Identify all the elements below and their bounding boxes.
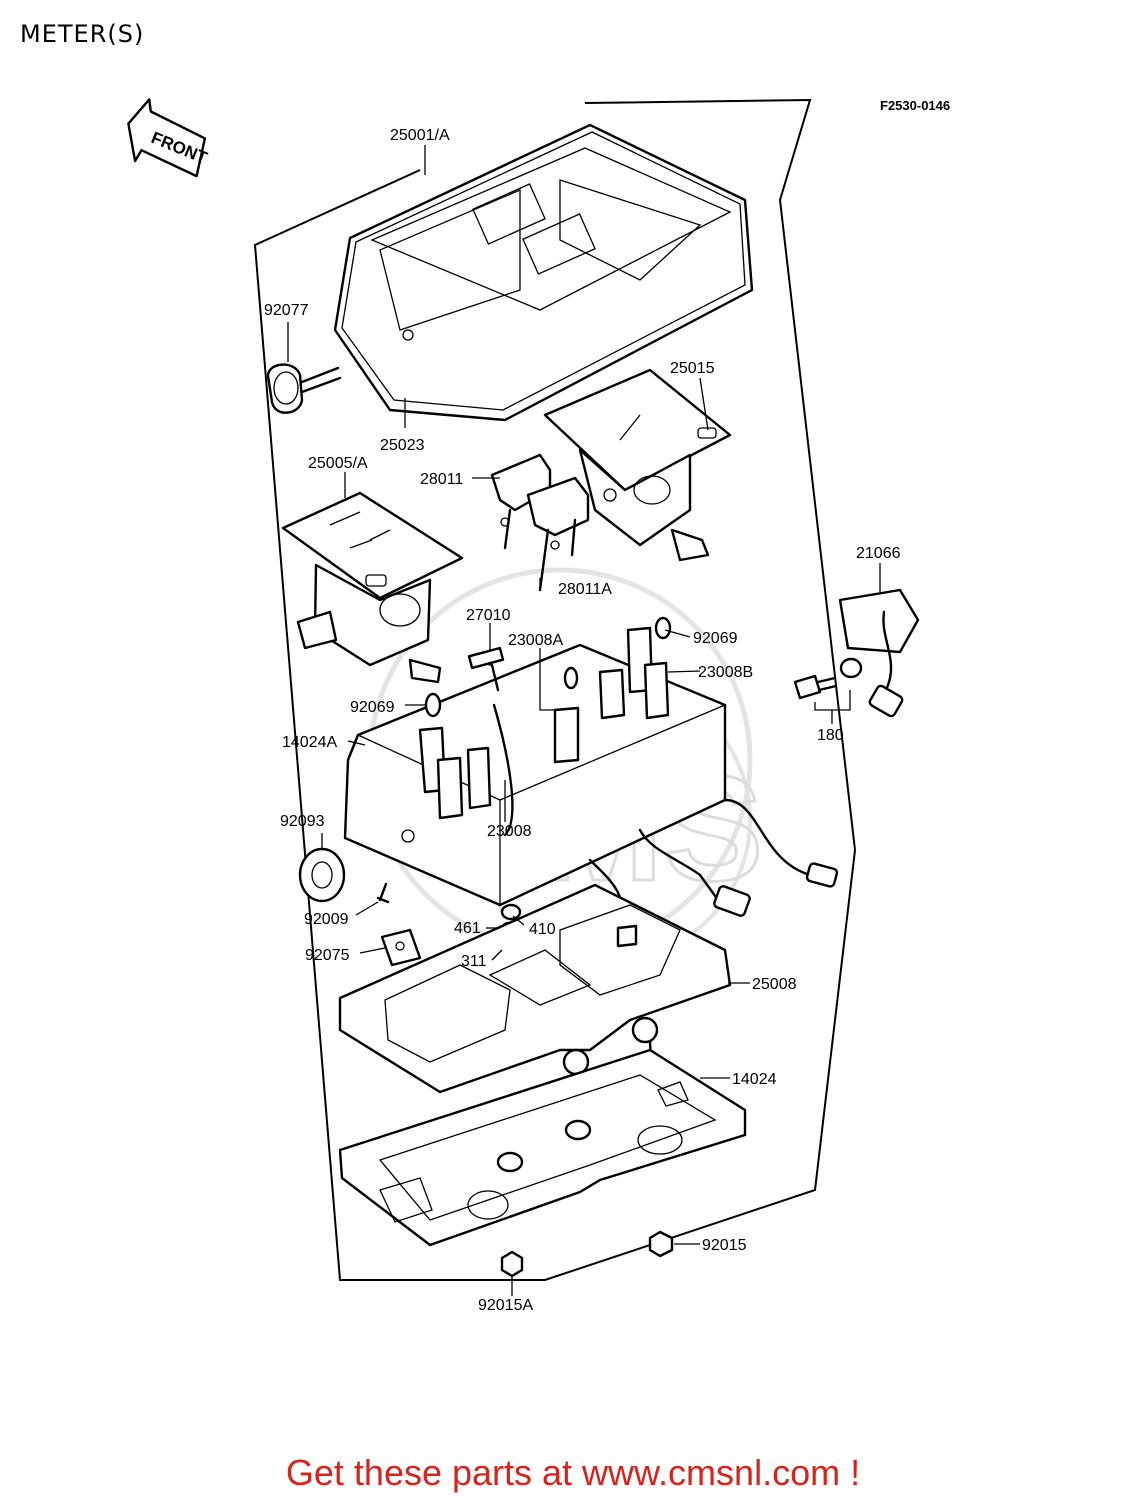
part-label: 180 [817,727,844,744]
part-label: 14024 [732,1071,777,1088]
front-arrow-icon: FRONT [127,98,210,178]
part-label: 92069 [350,699,395,716]
part-label: 21066 [856,545,901,562]
nut-92015 [648,1230,674,1258]
part-label: 92093 [280,813,325,830]
part-label: 461 [454,920,481,937]
lower-housing-14024A [343,616,839,932]
part-label: 92015A [478,1297,533,1314]
part-label: 14024A [282,734,337,751]
knob-92077 [266,363,342,414]
part-label: 25005/A [308,455,368,472]
part-label: 23008A [508,632,563,649]
drawing-code: F2530-0146 [880,98,950,113]
leader-lines [287,145,881,1296]
base-plate-14024 [338,1048,747,1247]
part-label: 92077 [264,302,309,319]
part-label: 410 [529,921,556,938]
screw-92009 [376,882,390,904]
part-label: 92009 [304,911,349,928]
page-title: METER(S) [20,20,145,48]
part-label: 23008 [487,823,532,840]
part-label: 28011 [420,471,463,488]
upper-meter-case [333,123,754,422]
part-label: 23008B [698,664,753,681]
meter-unit-25005 [281,491,464,684]
part-label: 28011A [558,581,612,598]
promo-link[interactable]: Get these parts at www.cmsnl.com ! [285,1452,861,1493]
bolt-180 [793,657,863,700]
part-label: 27010 [466,607,511,624]
nut-92015A [500,1250,524,1278]
part-label: 25008 [752,976,797,993]
part-label: 25015 [670,360,715,377]
bracket-set-28011 [490,453,590,592]
assembly-frame [253,98,857,1281]
grommet-92093 [298,847,346,903]
part-label: 25023 [380,437,425,454]
part-label: 92015 [702,1237,747,1254]
exploded-parts-diagram: CMS F2530-0146 FRONT [127,98,950,1314]
part-label: 92069 [693,630,738,647]
clip-92075 [380,928,422,967]
gasket-plate-25008 [338,883,732,1094]
resistor-21066 [838,588,920,718]
part-label: 92075 [305,947,350,964]
part-number-labels: 25001/A 92077 25015 25023 25005/A 28011 … [264,127,901,1314]
part-label: 311 [461,953,487,970]
meter-unit-25015 [543,368,732,562]
part-label: 25001/A [390,127,450,144]
